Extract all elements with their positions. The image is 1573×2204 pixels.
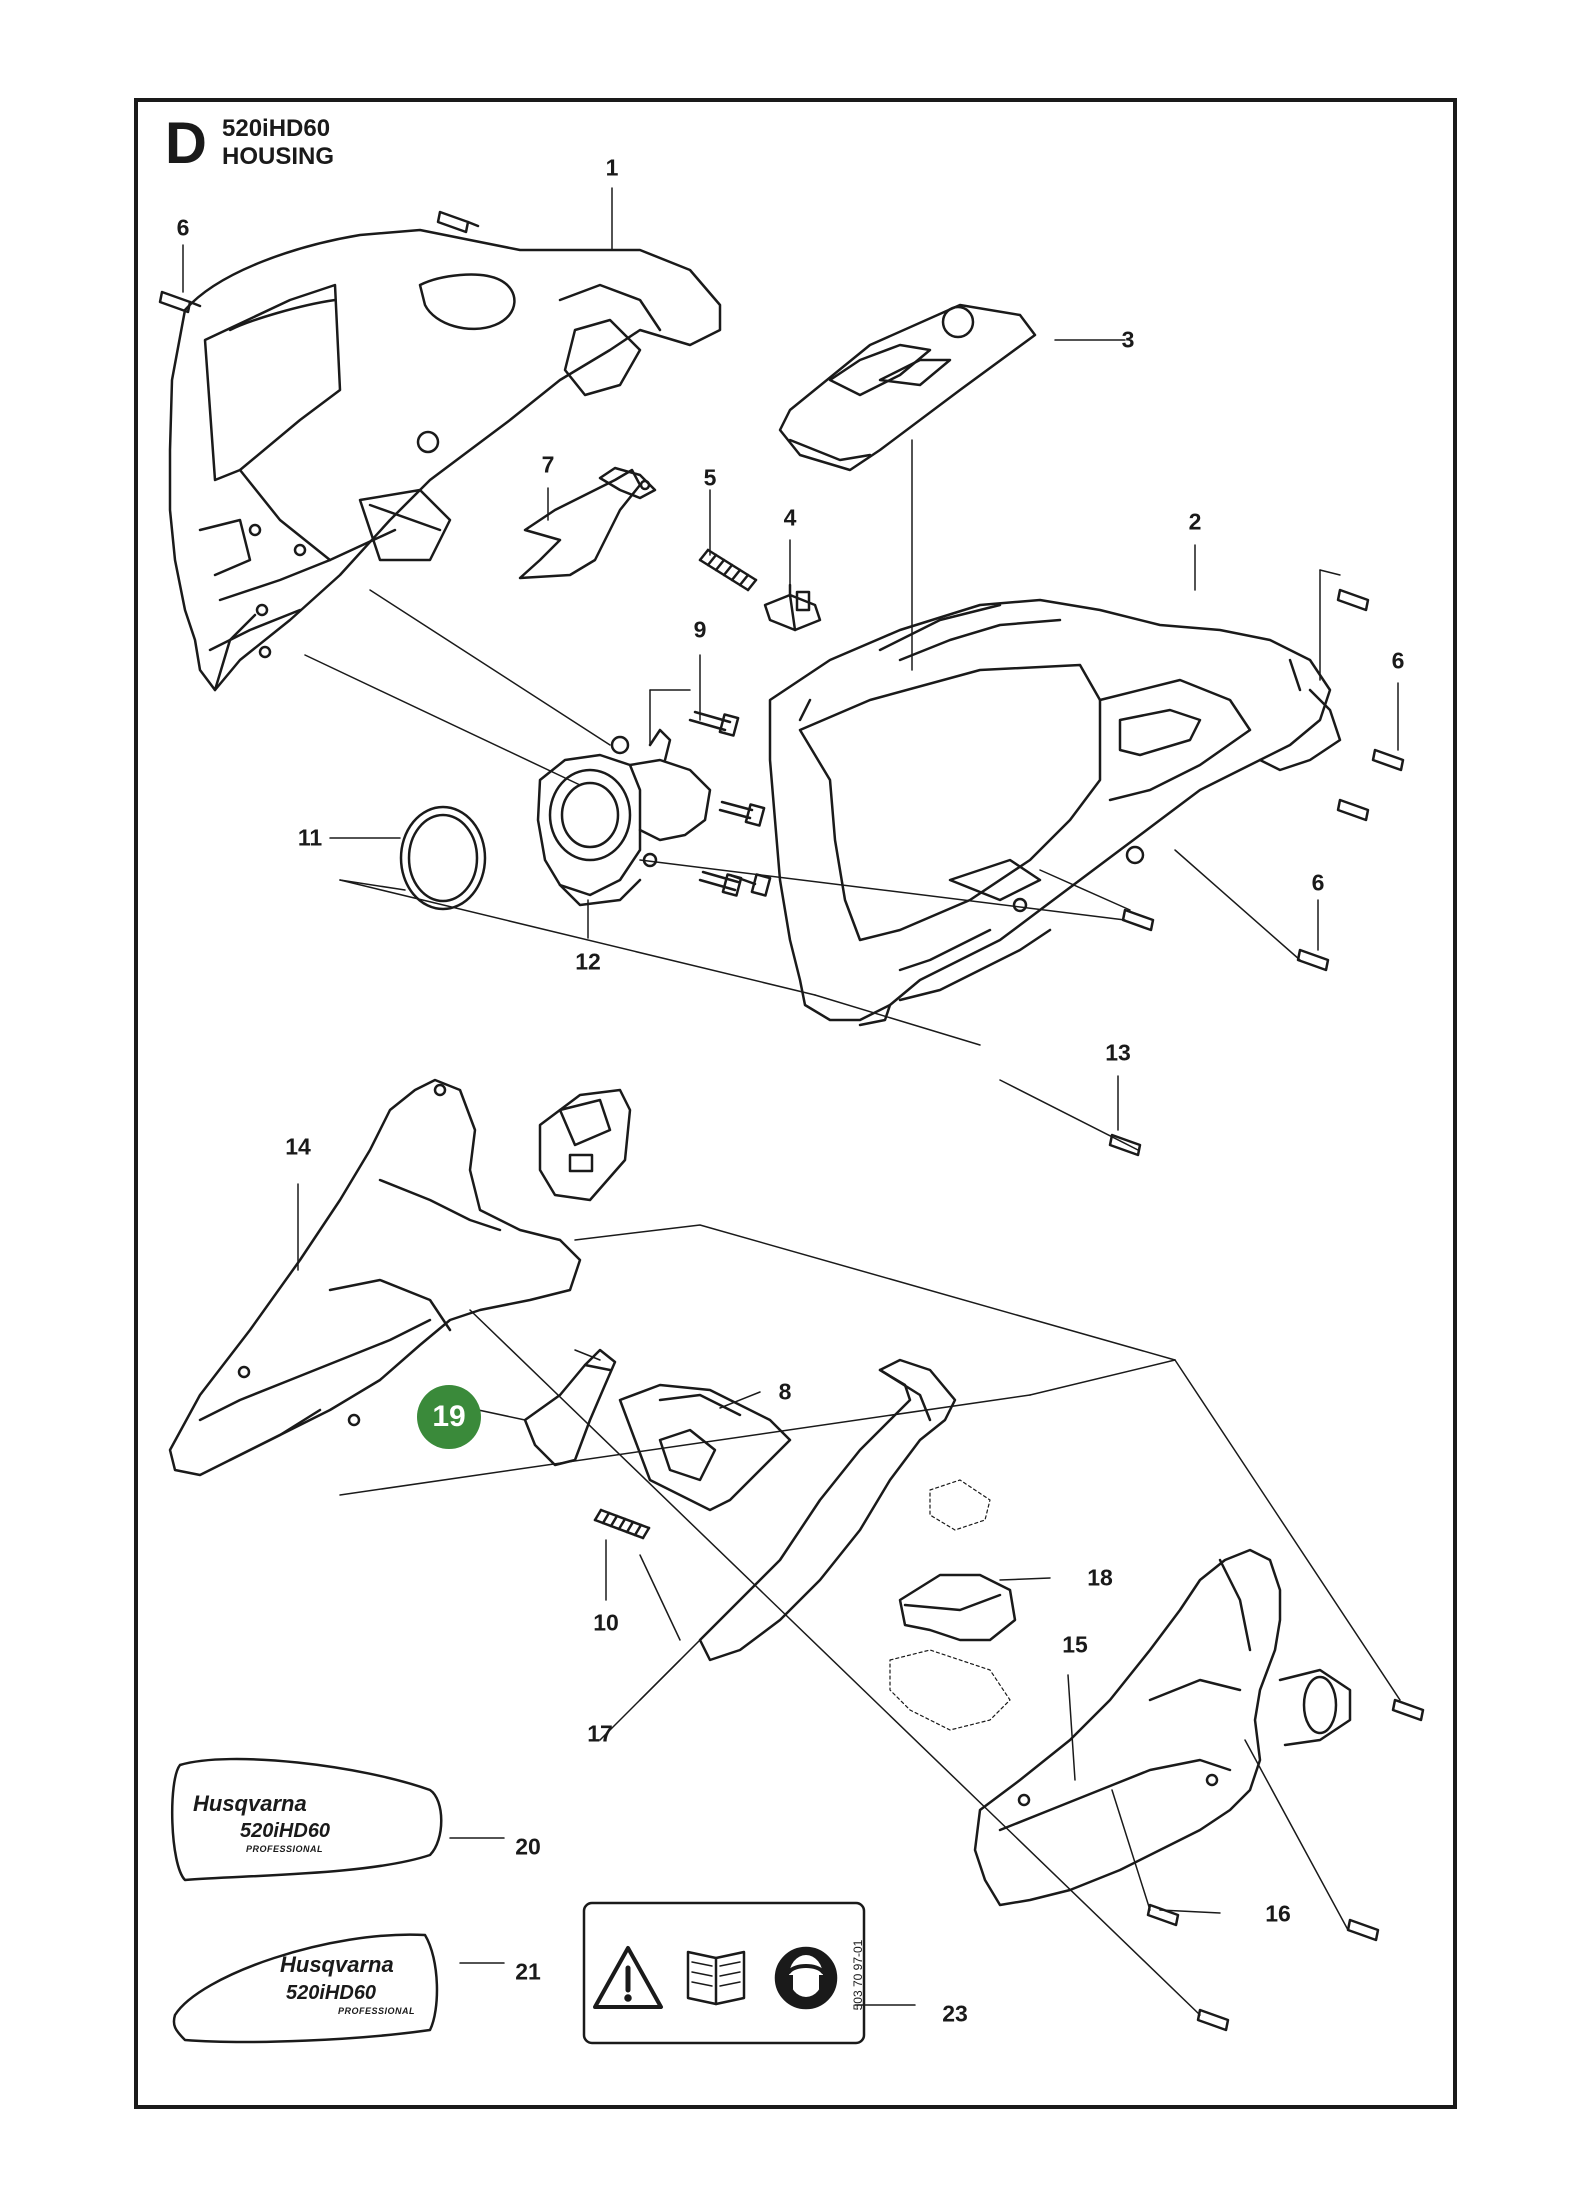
- part-10-spring: [593, 1508, 651, 1540]
- part-7-bracket: [518, 466, 657, 580]
- part-11-o-ring: [399, 805, 487, 911]
- decal-20-brand: Husqvarna: [193, 1791, 307, 1816]
- decal-20-grade: PROFESSIONAL: [246, 1844, 324, 1854]
- callout-4: 4: [783, 504, 797, 531]
- assembly-lines-upper: [304, 439, 1341, 1151]
- part-3-top-cover: [778, 303, 1037, 472]
- screws-9: [688, 710, 772, 897]
- screws-6-left: [158, 210, 480, 314]
- callout-17: 17: [587, 1720, 613, 1747]
- callout-10: 10: [593, 1609, 619, 1636]
- part-12-motor-mount: [536, 728, 712, 907]
- decal-21: Husqvarna 520iHD60 PROFESSIONAL: [280, 1950, 440, 2030]
- callout-6-lower: 6: [1311, 869, 1325, 896]
- section-title: HOUSING: [222, 143, 335, 170]
- part-15-lower-housing-right: [973, 1548, 1352, 1907]
- diagram-frame: [134, 98, 1457, 2109]
- switch-module: [538, 1088, 632, 1202]
- part-8-trigger-housing: [618, 1383, 792, 1512]
- part-4-plunger: [763, 583, 822, 632]
- callout-9: 9: [693, 616, 707, 643]
- assembly-lines-lower: [339, 1224, 1401, 2016]
- callout-8: 8: [778, 1378, 792, 1405]
- part-19-lever: [523, 1348, 617, 1467]
- callout-1: 1: [605, 154, 619, 181]
- decal-20: Husqvarna 520iHD60 PROFESSIONAL: [190, 1786, 440, 1866]
- decal-21-outline: [172, 1933, 439, 2044]
- decal-20-outline: [170, 1757, 443, 1882]
- callout-19-highlight-badge: 19: [417, 1385, 481, 1449]
- callout-23: 23: [942, 2000, 968, 2027]
- callout-18: 18: [1087, 1564, 1113, 1591]
- warning-label-part-number: 503 70 97-01: [851, 1939, 865, 2011]
- part-14-lower-housing: [168, 1078, 582, 1477]
- part-1-housing-left: [168, 228, 722, 692]
- screws-6-right: [1108, 588, 1405, 1157]
- callout-20: 20: [515, 1833, 541, 1860]
- part-5-spring: [698, 548, 758, 592]
- screws-lower: [1146, 1698, 1425, 2032]
- decal-21-brand: Husqvarna: [280, 1952, 394, 1977]
- callout-6-right: 6: [1391, 647, 1405, 674]
- callout-7: 7: [541, 451, 555, 478]
- warning-label-23: [582, 1901, 866, 2045]
- callout-12: 12: [575, 948, 601, 975]
- part-17-handle-grip: [698, 1358, 957, 1662]
- part-2-housing-right: [768, 598, 1342, 1027]
- callout-21: 21: [515, 1958, 541, 1985]
- decal-21-model: 520iHD60: [286, 1982, 377, 2004]
- section-letter: D: [165, 111, 207, 176]
- decal-20-model: 520iHD60: [240, 1820, 331, 1842]
- callout-15: 15: [1062, 1631, 1088, 1658]
- callout-6-top: 6: [176, 214, 190, 241]
- callout-2: 2: [1188, 508, 1202, 535]
- part-18-clip: [889, 1479, 1017, 1731]
- callout-11: 11: [297, 824, 323, 851]
- callout-14: 14: [285, 1133, 311, 1160]
- callout-16: 16: [1265, 1900, 1291, 1927]
- leader-lines: [182, 187, 1399, 2006]
- callout-5: 5: [703, 464, 717, 491]
- model-name: 520iHD60: [222, 115, 331, 142]
- decal-21-grade: PROFESSIONAL: [338, 2006, 416, 2016]
- callout-3: 3: [1121, 326, 1135, 353]
- callout-13: 13: [1105, 1039, 1131, 1066]
